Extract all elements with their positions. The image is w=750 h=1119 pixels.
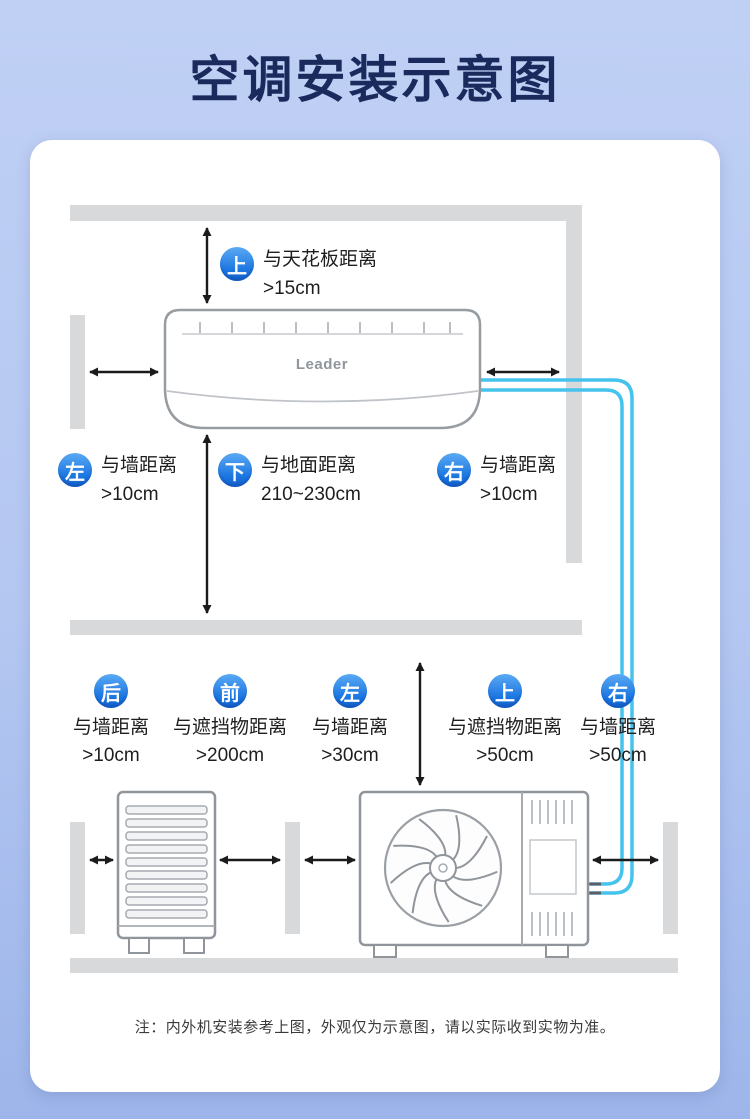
outdoor-back-distance-label: 后 与墙距离 >10cm xyxy=(36,673,186,769)
label-text: 与遮挡物距离 xyxy=(172,717,287,738)
outdoor-front-distance-label: 前 与遮挡物距离 >200cm xyxy=(155,673,305,769)
label-text: 与天花板距离 xyxy=(263,249,378,270)
label-text: 与墙距离 xyxy=(311,717,388,738)
label-value: >30cm xyxy=(321,744,379,766)
direction-badge-left-icon: 左 xyxy=(333,674,367,708)
indoor-unit-vents xyxy=(199,322,451,333)
outdoor-unit-side-view xyxy=(116,790,217,954)
label-value: >200cm xyxy=(195,744,265,766)
label-text: 与墙距离 xyxy=(480,455,557,476)
brand-label: Leader xyxy=(295,356,349,373)
right-wall-upper xyxy=(566,205,582,563)
label-text: 与墙距离 xyxy=(579,717,656,738)
outdoor-right-wall xyxy=(663,822,678,934)
label-value: >15cm xyxy=(263,277,321,299)
label-text: 与遮挡物距离 xyxy=(447,717,562,738)
indoor-unit xyxy=(163,308,482,430)
label-value: >50cm xyxy=(476,744,534,766)
ceiling xyxy=(70,205,582,221)
label-value: >10cm xyxy=(82,744,140,766)
direction-badge-right-icon: 右 xyxy=(437,453,471,487)
label-value: >10cm xyxy=(480,483,538,505)
direction-badge-down-icon: 下 xyxy=(218,453,252,487)
label-text: 与墙距离 xyxy=(72,717,149,738)
label-value: 210~230cm xyxy=(261,483,361,505)
outdoor-top-distance-label: 上 与遮挡物距离 >50cm xyxy=(430,673,580,769)
outdoor-unit-front-view xyxy=(358,790,590,958)
fan-hub xyxy=(429,854,457,882)
direction-badge-back-icon: 后 xyxy=(94,674,128,708)
outdoor-mid-wall xyxy=(285,822,300,934)
label-value: >50cm xyxy=(589,744,647,766)
front-view-foot xyxy=(373,944,397,958)
indoor-floor xyxy=(70,620,582,635)
side-view-louvers xyxy=(125,805,208,919)
outdoor-right-distance-label: 右 与墙距离 >50cm xyxy=(543,673,693,769)
label-value: >10cm xyxy=(101,483,159,505)
outdoor-left-wall xyxy=(70,822,85,934)
dimension-arrows xyxy=(89,227,659,865)
label-text: 与墙距离 xyxy=(101,455,178,476)
side-view-foot xyxy=(183,937,205,954)
walls-and-floors xyxy=(70,205,678,973)
outdoor-floor xyxy=(70,958,678,973)
installation-diagram xyxy=(70,205,678,973)
diagram-card: Leader 上 与天花板距离 >15cm 左 与墙距离 >10cm 下 与地面… xyxy=(30,140,720,1092)
left-wall-upper xyxy=(70,315,85,429)
label-text: 与地面距离 xyxy=(261,455,357,476)
right-wall-distance-label: 右 与墙距离 >10cm xyxy=(437,452,556,509)
direction-badge-up-icon: 上 xyxy=(488,674,522,708)
note-text: 注：内外机安装参考上图，外观仅为示意图，请以实际收到实物为准。 xyxy=(134,1019,616,1036)
page-title: 空调安装示意图 xyxy=(189,52,561,108)
refrigerant-pipes xyxy=(480,378,634,895)
side-view-foot xyxy=(128,937,150,954)
direction-badge-front-icon: 前 xyxy=(213,674,247,708)
fan-blades xyxy=(390,814,498,923)
direction-badge-left-icon: 左 xyxy=(58,453,92,487)
direction-badge-up-icon: 上 xyxy=(220,247,254,281)
ceiling-distance-label: 上 与天花板距离 >15cm xyxy=(220,246,377,303)
left-wall-distance-label: 左 与墙距离 >10cm xyxy=(58,452,177,509)
floor-distance-label: 下 与地面距离 210~230cm xyxy=(218,452,361,509)
front-view-grilles xyxy=(531,800,573,936)
front-view-foot xyxy=(545,944,569,958)
outdoor-left-distance-label: 左 与墙距离 >30cm xyxy=(275,673,425,769)
direction-badge-right-icon: 右 xyxy=(601,674,635,708)
